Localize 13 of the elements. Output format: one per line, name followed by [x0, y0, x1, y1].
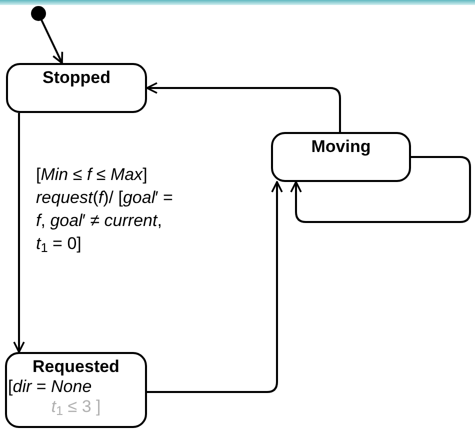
- state-box: [6, 63, 147, 113]
- state-name: Requested: [32, 357, 120, 377]
- state-box: [271, 132, 411, 182]
- state-box: [5, 352, 147, 428]
- arrow: [146, 82, 341, 132]
- arrow: [40, 20, 64, 64]
- arrow: [290, 156, 471, 223]
- arrow: [147, 181, 283, 393]
- state-condition: t$_{1}$ ≤ 3 ]: [51, 397, 101, 417]
- state-name: Moving: [311, 137, 371, 157]
- arrow: [13, 113, 25, 353]
- state-condition: [dir = None: [8, 377, 92, 397]
- state-name: Stopped: [42, 68, 110, 88]
